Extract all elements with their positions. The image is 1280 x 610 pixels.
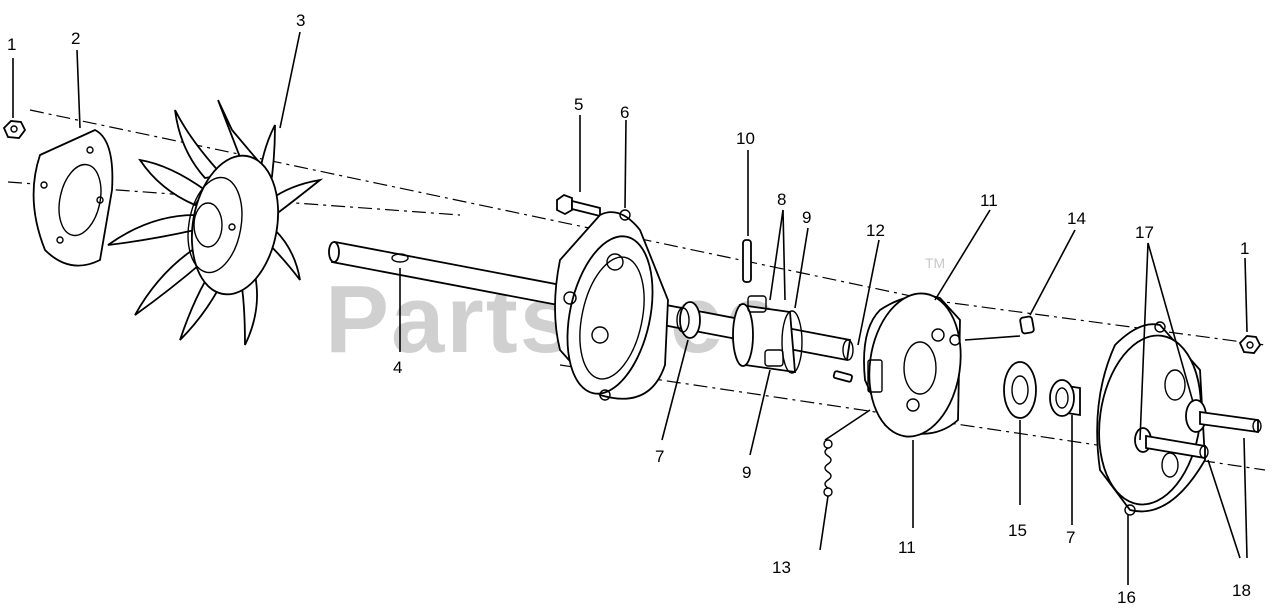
callout-6: 6 — [620, 103, 629, 122]
callout-17: 17 — [1135, 223, 1154, 242]
callout-11-upper: 11 — [980, 191, 998, 210]
bushing-right — [1049, 379, 1081, 417]
callout-7-right: 7 — [1066, 528, 1075, 547]
roll-pin — [742, 239, 752, 283]
callout-14: 14 — [1067, 209, 1086, 228]
hex-nut-right — [1238, 335, 1262, 354]
callout-2: 2 — [71, 29, 80, 48]
leader-lines — [12, 31, 1248, 585]
callout-1-left: 1 — [7, 35, 16, 54]
callout-4: 4 — [393, 358, 402, 377]
stud-upper — [1185, 399, 1262, 434]
mounting-plate — [32, 129, 114, 267]
front-housing — [554, 209, 669, 401]
set-screw — [1019, 315, 1035, 335]
callout-10: 10 — [736, 129, 755, 148]
callout-9-upper: 9 — [802, 208, 811, 227]
callout-3: 3 — [296, 11, 305, 30]
hex-nut-left — [2, 120, 27, 139]
key — [832, 370, 853, 383]
callout-12: 12 — [866, 221, 885, 240]
rear-housing — [1096, 321, 1206, 516]
callout-15: 15 — [1008, 521, 1027, 540]
callouts: 1 2 3 4 5 6 7 8 9 10 9 12 11 14 17 1 13 … — [7, 11, 1251, 607]
callout-18: 18 — [1232, 581, 1251, 600]
callout-16: 16 — [1117, 588, 1136, 607]
brake-drum — [863, 292, 962, 438]
callout-1-right: 1 — [1240, 239, 1249, 258]
bolt — [556, 193, 601, 218]
callout-5: 5 — [574, 95, 583, 114]
callout-11-lower: 11 — [898, 538, 916, 557]
callout-13: 13 — [772, 558, 791, 577]
callout-9-lower: 9 — [742, 463, 751, 482]
stud-lower — [1134, 427, 1209, 460]
spring — [823, 439, 833, 497]
callout-7-left: 7 — [655, 447, 664, 466]
callout-8: 8 — [777, 190, 786, 209]
washer — [1003, 361, 1037, 419]
cooling-fan — [107, 99, 324, 346]
coupling — [732, 295, 803, 374]
watermark-trademark: TM — [925, 255, 945, 271]
bushing-left — [676, 301, 701, 339]
